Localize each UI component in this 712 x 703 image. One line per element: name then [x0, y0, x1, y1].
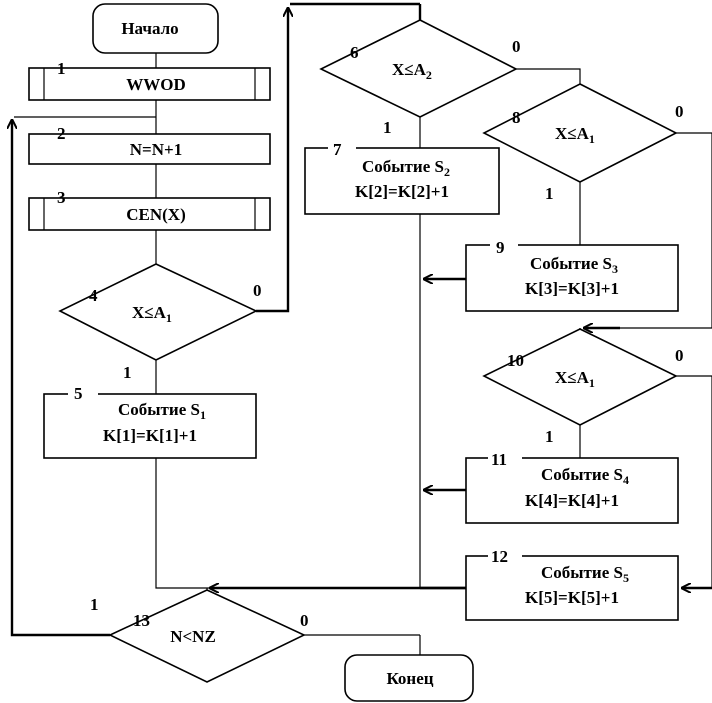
block-4-cond-main: X	[132, 303, 145, 322]
block-11-number: 11	[491, 450, 507, 469]
arrow-b4-no-to-b6	[256, 8, 288, 313]
block-6-no-label: 0	[512, 37, 521, 56]
block-10-condition: X≤A1	[555, 368, 595, 390]
block-10-number: 10	[507, 351, 524, 370]
block-4-cond-var: A	[154, 303, 167, 322]
block-6-decision: 6 X≤A2 1 0	[319, 19, 521, 137]
block-6-cond-sub: 2	[426, 68, 432, 82]
block-8-decision: 8 X≤A1 1 0	[482, 83, 684, 203]
block-8-cond-op: ≤	[567, 124, 576, 143]
block-12-title-text: Событие S	[541, 563, 623, 582]
block-10-no-label: 0	[675, 346, 684, 365]
block-5-title-text: Событие S	[118, 400, 200, 419]
block-6-cond-main: X	[392, 60, 405, 79]
block-11-process: 11 Событие S4 K[4]=K[4]+1	[465, 446, 679, 524]
block-9-process: 9 Событие S3 K[3]=K[3]+1	[465, 233, 679, 312]
block-3-number: 3	[57, 188, 66, 207]
block-7-number: 7	[333, 140, 342, 159]
block-5-title: Событие S1	[118, 400, 206, 422]
block-3-subroutine: 3 CEN(X)	[28, 188, 271, 231]
block-9-title-text: Событие S	[530, 254, 612, 273]
block-4-cond-sub: 1	[166, 311, 172, 325]
end-block: Конец	[344, 654, 474, 702]
block-8-cond-var: A	[577, 124, 590, 143]
block-8-number: 8	[512, 108, 521, 127]
block-12-number: 12	[491, 547, 508, 566]
start-block: Начало	[92, 3, 219, 54]
block-11-title-sub: 4	[623, 473, 629, 487]
block-7-process: 7 Событие S2 K[2]=K[2]+1	[304, 136, 500, 215]
block-10-decision: 10 X≤A1 1 0	[482, 328, 684, 446]
block-4-number: 4	[89, 286, 98, 305]
block-10-yes-label: 1	[545, 427, 554, 446]
block-2-text: N=N+1	[130, 140, 182, 159]
block-10-cond-op: ≤	[567, 368, 576, 387]
block-7-title-text: Событие S	[362, 157, 444, 176]
block-8-no-label: 0	[675, 102, 684, 121]
block-2-process: 2 N=N+1	[28, 124, 271, 165]
block-8-yes-label: 1	[545, 184, 554, 203]
block-11-title-text: Событие S	[541, 465, 623, 484]
block-7-title-sub: 2	[444, 165, 450, 179]
block-1-input: 1 WWOD	[28, 59, 271, 101]
connector-b10-no	[676, 375, 712, 588]
block-12-expr: K[5]=K[5]+1	[525, 588, 619, 607]
block-13-no-label: 0	[300, 611, 309, 630]
block-5-expr: K[1]=K[1]+1	[103, 426, 197, 445]
block-8-cond-main: X	[555, 124, 568, 143]
block-4-decision: 4 X≤A1 1 0	[58, 263, 262, 382]
block-6-cond-op: ≤	[404, 60, 413, 79]
block-6-cond-var: A	[414, 60, 427, 79]
block-6-yes-label: 1	[383, 118, 392, 137]
block-2-number: 2	[57, 124, 66, 143]
block-11-title: Событие S4	[541, 465, 629, 487]
block-7-title: Событие S2	[362, 157, 450, 179]
block-12-title-sub: 5	[623, 571, 629, 585]
start-label: Начало	[121, 19, 178, 38]
block-10-cond-var: A	[577, 368, 590, 387]
block-9-number: 9	[496, 238, 505, 257]
arrows	[12, 2, 712, 637]
block-13-decision: 13 N<NZ 1 0	[90, 589, 309, 683]
block-9-expr: K[3]=K[3]+1	[525, 279, 619, 298]
block-10-cond-main: X	[555, 368, 568, 387]
block-7-expr: K[2]=K[2]+1	[355, 182, 449, 201]
connector-b8-no	[590, 132, 712, 329]
block-8-cond-sub: 1	[589, 132, 595, 146]
end-label: Конец	[386, 669, 433, 688]
block-11-expr: K[4]=K[4]+1	[525, 491, 619, 510]
block-5-process: 5 Событие S1 K[1]=K[1]+1	[43, 380, 257, 459]
block-5-title-sub: 1	[200, 408, 206, 422]
block-8-condition: X≤A1	[555, 124, 595, 146]
block-12-process: 12 Событие S5 K[5]=K[5]+1	[465, 544, 679, 621]
block-3-text: CEN(X)	[126, 205, 186, 224]
block-6-condition: X≤A2	[392, 60, 432, 82]
block-4-cond-op: ≤	[144, 303, 153, 322]
block-13-number: 13	[133, 611, 150, 630]
block-4-no-label: 0	[253, 281, 262, 300]
arrow-b13-yes-loop	[12, 120, 110, 637]
block-5-number: 5	[74, 384, 83, 403]
block-1-text: WWOD	[126, 75, 186, 94]
block-13-condition: N<NZ	[170, 627, 216, 646]
connector-b5-merge	[155, 458, 420, 589]
block-6-number: 6	[350, 43, 359, 62]
block-12-title: Событие S5	[541, 563, 629, 585]
block-10-cond-sub: 1	[589, 376, 595, 390]
connector-b6-no-b8	[516, 68, 581, 84]
block-1-number: 1	[57, 59, 66, 78]
block-9-title-sub: 3	[612, 262, 618, 276]
block-4-condition: X≤A1	[132, 303, 172, 325]
block-4-yes-label: 1	[123, 363, 132, 382]
block-13-yes-label: 1	[90, 595, 99, 614]
block-9-title: Событие S3	[530, 254, 618, 276]
